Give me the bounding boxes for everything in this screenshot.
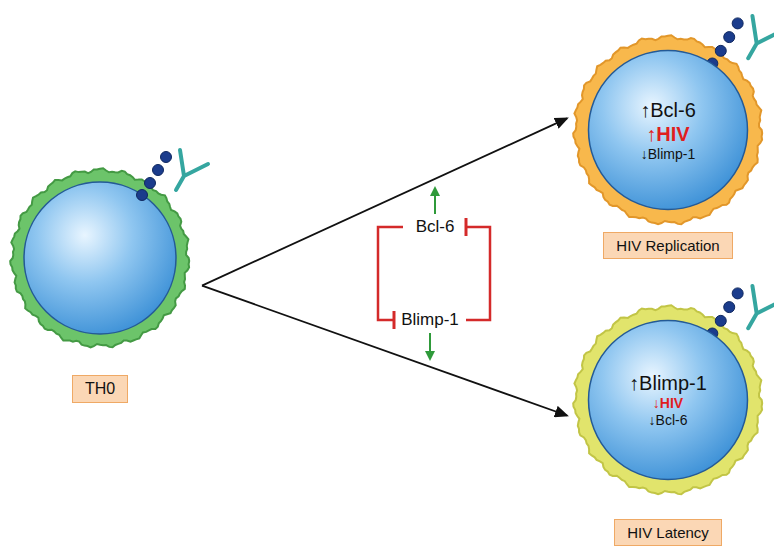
receptor-bead [715, 315, 726, 326]
expression-text: ↓HIV [653, 395, 683, 412]
inhibition-bar [393, 311, 396, 329]
nucleus [24, 182, 176, 334]
promote-arrow [429, 333, 431, 359]
receptor-y [748, 286, 774, 328]
cell-outline [8, 166, 192, 350]
inhibition-line [378, 227, 403, 320]
promote-arrow [434, 188, 436, 214]
receptor-bead [145, 178, 156, 189]
gene-label: Blimp-1 [401, 310, 459, 330]
differentiation-arrow [202, 118, 567, 285]
nucleus: ↑Blimp-1↓HIV↓Bcl-6 [587, 319, 749, 481]
cell-label: HIV Replication [603, 232, 732, 259]
cell-label: HIV Latency [614, 519, 722, 546]
receptor-bead [724, 302, 735, 313]
cell-membrane [10, 168, 189, 347]
nucleus-circle [589, 321, 748, 480]
differentiation-arrow [202, 286, 567, 416]
expression-text: ↑Bcl-6 [640, 98, 696, 122]
receptor-y [748, 16, 774, 58]
inhibition-bar [465, 218, 468, 236]
receptor-bead [153, 165, 164, 176]
inhibition-line [466, 227, 490, 320]
cell: HIV Replication↑Bcl-6↑HIV↓Blimp-1 [571, 33, 765, 227]
receptor-y [176, 150, 208, 190]
nucleus: ↑Bcl-6↑HIV↓Blimp-1 [587, 49, 749, 211]
gene-label: Bcl-6 [416, 217, 455, 237]
cell: TH0 [8, 166, 192, 350]
expression-text: ↓Bcl-6 [649, 412, 688, 429]
cell: HIV Latency↑Blimp-1↓HIV↓Bcl-6 [571, 303, 765, 497]
receptor-bead [732, 18, 743, 29]
cell-label: TH0 [72, 375, 128, 403]
cell-membrane [573, 35, 762, 224]
receptor-bead [161, 152, 172, 163]
receptor-bead [732, 288, 743, 299]
receptor-bead [137, 190, 148, 201]
expression-text: ↑HIV [646, 122, 689, 146]
cell-membrane [573, 305, 762, 494]
nucleus-circle [589, 51, 748, 210]
expression-text: ↓Blimp-1 [641, 146, 695, 163]
receptor-bead [715, 45, 726, 56]
expression-text: ↑Blimp-1 [629, 371, 707, 395]
receptor-bead [724, 32, 735, 43]
